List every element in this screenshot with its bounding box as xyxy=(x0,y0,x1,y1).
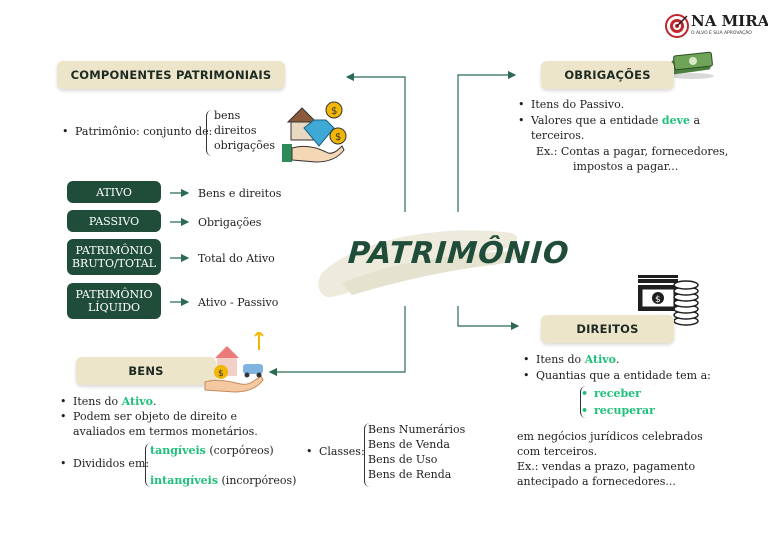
direitos-bullet-1: Itens do Ativo. xyxy=(523,352,620,367)
money-bills-icon xyxy=(670,51,714,79)
bens-bullet-3: Divididos em: xyxy=(60,456,149,471)
value-patrimonio-bruto: Total do Ativo xyxy=(198,252,275,265)
bens-divided-brace xyxy=(145,443,151,487)
box-patrimonio-liquido: PATRIMÔNIO LÍQUIDO xyxy=(67,283,161,319)
value-ativo: Bens e direitos xyxy=(198,187,282,200)
obrigacoes-b2-highlight: deve xyxy=(661,114,691,127)
svg-text:$: $ xyxy=(331,106,337,117)
direitos-b1-highlight: Ativo xyxy=(584,353,617,366)
direitos-paragraph-3: Ex.: vendas a prazo, pagamento xyxy=(517,460,696,473)
direitos-sub-receber: receber xyxy=(581,386,641,401)
box-patrimonio-bruto-line2: BRUTO/TOTAL xyxy=(71,257,157,270)
logo: NA MIRA O ALVO É SUA APROVAÇÃO xyxy=(665,12,768,42)
box-patrimonio-bruto-line1: PATRIMÔNIO xyxy=(75,244,153,257)
svg-text:$: $ xyxy=(218,369,224,379)
value-patrimonio-liquido: Ativo - Passivo xyxy=(198,296,279,309)
direitos-sub-recuperar: recuperar xyxy=(581,403,655,418)
patrimonio-item-obrigacoes: obrigações xyxy=(214,139,275,152)
bens-b1-text: Itens do xyxy=(73,395,122,408)
obrigacoes-title: OBRIGAÇÕES xyxy=(541,61,674,89)
bens-tangiveis: tangíveis (corpóreos) xyxy=(150,443,274,458)
direitos-bullet-2: Quantias que a entidade tem a: xyxy=(523,368,711,383)
center-title: PATRIMÔNIO xyxy=(346,236,571,271)
bens-class-renda: Bens de Renda xyxy=(368,468,452,481)
obrigacoes-bullet-2: Valores que a entidade deve a xyxy=(518,113,701,128)
bens-class-numerarios: Bens Numerários xyxy=(368,423,466,436)
box-patrimonio-bruto: PATRIMÔNIO BRUTO/TOTAL xyxy=(67,239,161,275)
obrigacoes-bullet-1: Itens do Passivo. xyxy=(518,97,624,112)
direitos-paragraph-1: em negócios jurídicos celebrados xyxy=(517,430,703,443)
bens-bullet-1: Itens do Ativo. xyxy=(60,394,157,409)
bens-bullet-2-line2: avaliados em termos monetários. xyxy=(73,425,258,438)
patrimonio-brace xyxy=(206,110,212,156)
bens-bullet-2: Podem ser objeto de direito e xyxy=(60,409,237,424)
bens-b1-highlight: Ativo xyxy=(121,395,154,408)
house-diamond-coins-icon: $ $ xyxy=(282,101,347,163)
patrimonio-item-direitos: direitos xyxy=(214,124,257,137)
direitos-brace xyxy=(580,386,586,418)
target-icon xyxy=(665,14,689,38)
patrimonio-item-bens: bens xyxy=(214,109,241,122)
obrigacoes-b2-end: a xyxy=(690,114,701,127)
direitos-b1-end: . xyxy=(616,353,620,366)
obrigacoes-example-1: Ex.: Contas a pagar, fornecedores, xyxy=(536,145,729,158)
svg-text:$: $ xyxy=(655,295,661,305)
cash-stack-icon: $ xyxy=(638,275,699,326)
bens-tangiveis-highlight: tangíveis xyxy=(150,444,206,457)
hand-house-car-icon: $ xyxy=(204,332,264,393)
bens-classes-brace xyxy=(364,423,370,487)
componentes-title: COMPONENTES PATRIMONIAIS xyxy=(57,61,285,89)
logo-tagline: O ALVO É SUA APROVAÇÃO xyxy=(691,31,752,36)
direitos-paragraph-4: antecipado a fornecedores... xyxy=(517,475,676,488)
bens-b1-end: . xyxy=(153,395,157,408)
box-ativo: ATIVO xyxy=(67,181,161,203)
logo-name: NA MIRA xyxy=(691,12,768,30)
direitos-title: DIREITOS xyxy=(541,315,674,343)
direitos-b1-text: Itens do xyxy=(536,353,585,366)
bens-classes-label: Classes: xyxy=(306,444,365,459)
svg-text:$: $ xyxy=(335,132,341,143)
obrigacoes-example-2: impostos a pagar... xyxy=(573,160,679,173)
bens-class-venda: Bens de Venda xyxy=(368,438,450,451)
bens-class-uso: Bens de Uso xyxy=(368,453,438,466)
patrimonio-label: Patrimônio: conjunto de: xyxy=(62,124,212,139)
bens-intangiveis: intangíveis (incorpóreos) xyxy=(150,473,296,488)
bens-tangiveis-rest: (corpóreos) xyxy=(205,444,274,457)
box-patrimonio-liquido-line1: PATRIMÔNIO xyxy=(75,288,153,301)
bens-intangiveis-rest: (incorpóreos) xyxy=(218,474,297,487)
bens-intangiveis-highlight: intangíveis xyxy=(150,474,219,487)
obrigacoes-b2-line2: terceiros. xyxy=(531,129,585,142)
direitos-paragraph-2: com terceiros. xyxy=(517,445,598,458)
value-passivo: Obrigações xyxy=(198,216,262,229)
bens-title: BENS xyxy=(76,357,216,385)
box-patrimonio-liquido-line2: LÍQUIDO xyxy=(87,301,141,314)
brush-stroke-background xyxy=(318,230,519,298)
obrigacoes-b2-text: Valores que a entidade xyxy=(531,114,662,127)
box-passivo: PASSIVO xyxy=(67,210,161,232)
